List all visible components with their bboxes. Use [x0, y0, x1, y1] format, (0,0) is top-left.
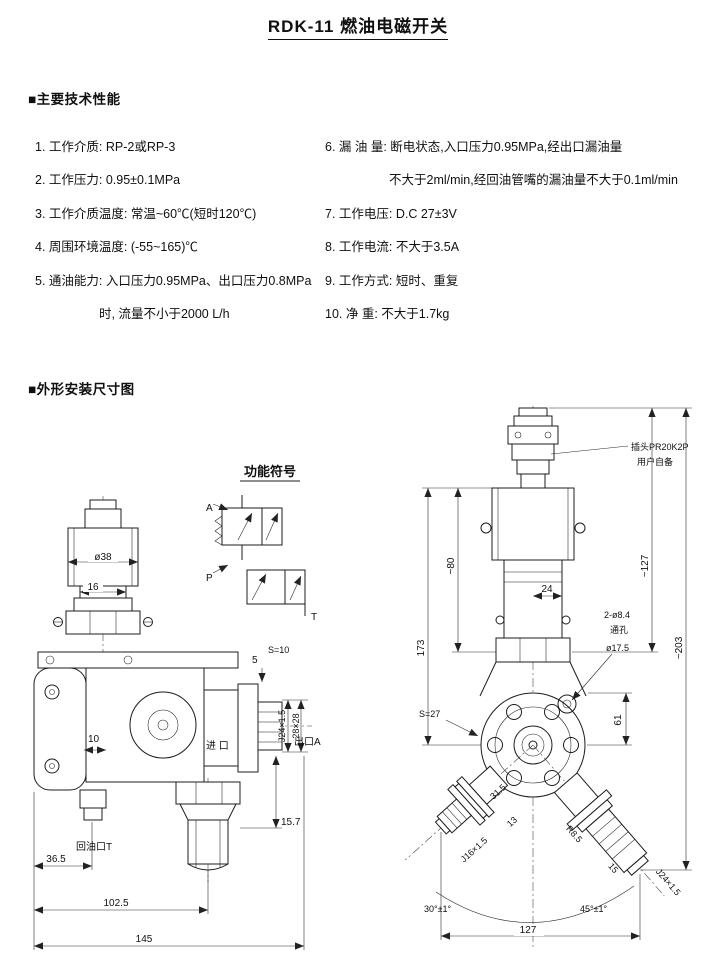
dim-145-label: 145: [136, 934, 153, 945]
dim-24-label: 24: [541, 584, 553, 595]
dim-80-label: ~80: [446, 557, 457, 574]
left-view: ø38 16 10 进 口 回油口T 5 S=10: [33, 496, 321, 950]
spec-column-right: 6. 漏 油 量: 断电状态,入口压力0.95MPa,经出口漏油量 不大于2ml…: [325, 131, 716, 331]
dim-16: 16: [80, 581, 126, 596]
dim-5-s10: 5 S=10: [252, 645, 289, 682]
plug-note-line2: 用户自备: [637, 456, 673, 467]
dim-127b-label: 127: [520, 925, 537, 936]
dim-102-5-label: 102.5: [103, 898, 128, 909]
angle-30-label: 30°±1°: [424, 904, 452, 914]
plug-note-line1: 插头PR20K2P: [631, 441, 689, 452]
angle-45-label: 45°±1°: [580, 904, 608, 914]
dim-holes: 2-ø8.4 通孔 ø17.5: [571, 610, 630, 701]
dim-203-label: ~203: [674, 636, 685, 659]
dim-15-7: 15.7: [240, 756, 301, 829]
spec-item-8: 8. 工作电流: 不大于3.5A: [325, 240, 460, 255]
dim-15-7-label: 15.7: [281, 817, 301, 828]
function-symbol-label: 功能符号: [244, 464, 296, 479]
dim-holes-line3: ø17.5: [606, 643, 629, 653]
dimension-drawing: 功能符号 A P T: [33, 406, 692, 950]
return-port-label: 回油口T: [76, 840, 112, 853]
dim-13-label: 13: [505, 815, 519, 829]
dim-j24-label: J24×1.5: [277, 710, 287, 742]
spec-item-10: 10. 净 重: 不大于1.7kg: [325, 306, 450, 321]
dim-10-label: 10: [88, 734, 100, 745]
dim-28x28-label: 28×28: [291, 713, 301, 738]
dim-dia38-label: ø38: [94, 552, 112, 563]
spec-item-7: 7. 工作电压: D.C 27±3V: [325, 206, 457, 221]
dim-s10-label: S=10: [268, 645, 289, 655]
dim-203: ~203: [640, 408, 692, 871]
section-heading-specs: ■主要技术性能: [28, 92, 121, 107]
dim-15-label: 15: [606, 861, 620, 875]
spec-item-9: 9. 工作方式: 短时、重复: [325, 273, 459, 288]
dim-holes-line2: 通孔: [610, 625, 628, 635]
dim-127r-label: ~127: [640, 554, 651, 577]
spec-item-4: 4. 周围环境温度: (-55~165)℃: [35, 240, 198, 255]
spec-item-5: 5. 通油能力: 入口压力0.95MPa、出口压力0.8MPa: [35, 273, 312, 288]
dim-173: 173: [416, 488, 481, 746]
spec-item-5-cont: 时, 流量不小于2000 L/h: [99, 306, 230, 321]
dim-24: 24: [533, 584, 562, 600]
dim-10: 10: [84, 734, 106, 754]
dim-127-bottom: 127: [440, 832, 641, 940]
spec-item-2: 2. 工作压力: 0.95±0.1MPa: [35, 173, 181, 188]
dim-16-label: 16: [87, 582, 99, 593]
page-title-text: RDK-11 燃油电磁开关: [267, 17, 449, 40]
spec-item-6: 6. 漏 油 量: 断电状态,入口压力0.95MPa,经出口漏油量: [325, 140, 623, 154]
dim-dia38: ø38: [68, 550, 138, 566]
dim-outlet-thread: J24×1.5 28×28 出口A: [277, 699, 321, 753]
dim-36-5-label: 36.5: [46, 854, 66, 865]
page-title: RDK-11 燃油电磁开关: [0, 12, 716, 40]
outlet-label: 出口A: [294, 735, 321, 748]
dim-173-label: 173: [416, 639, 427, 656]
left-port-30deg: [404, 744, 534, 861]
solenoid-coil: [53, 499, 153, 635]
function-symbol: 功能符号 A P T: [206, 464, 317, 623]
bottom-dim-chain: 36.5 102.5 145: [33, 756, 305, 950]
dim-127-right: ~127: [549, 407, 692, 653]
plug-note: 插头PR20K2P 用户自备: [550, 441, 689, 467]
spec-item-1: 1. 工作介质: RP-2或RP-3: [35, 140, 176, 154]
dim-80: ~80: [422, 487, 496, 653]
symbol-port-a-label: A: [206, 503, 213, 514]
dim-61-label: 61: [613, 714, 624, 726]
dim-61: 61: [587, 692, 632, 746]
inlet-label: 进 口: [206, 740, 229, 752]
dim-s27: S=27: [419, 709, 479, 737]
spec-item-3: 3. 工作介质温度: 常温~60℃(短时120℃): [35, 206, 257, 221]
right-view: 插头PR20K2P 用户自备: [404, 406, 692, 950]
dim-j16-label: J16×1.5: [459, 835, 490, 864]
dim-s27-label: S=27: [419, 709, 440, 719]
symbol-port-t-label: T: [311, 612, 317, 623]
spec-column-left: 1. 工作介质: RP-2或RP-3 2. 工作压力: 0.95±0.1MPa …: [35, 131, 327, 331]
dim-j24b-label: J24×1.5: [654, 867, 683, 898]
section-heading-dimensions: ■外形安装尺寸图: [28, 382, 135, 397]
spec-item-6-cont: 不大于2ml/min,经回油管嘴的漏油量不大于0.1ml/min: [389, 173, 678, 188]
connector-plug: [507, 407, 559, 489]
symbol-port-p-label: P: [206, 573, 213, 584]
angle-dims: 30°±1° 45°±1°: [424, 885, 635, 923]
dim-holes-line1: 2-ø8.4: [604, 610, 630, 620]
right-port-45deg: [532, 744, 665, 897]
valve-body-side: [33, 651, 283, 871]
dim-5-label: 5: [252, 655, 258, 666]
